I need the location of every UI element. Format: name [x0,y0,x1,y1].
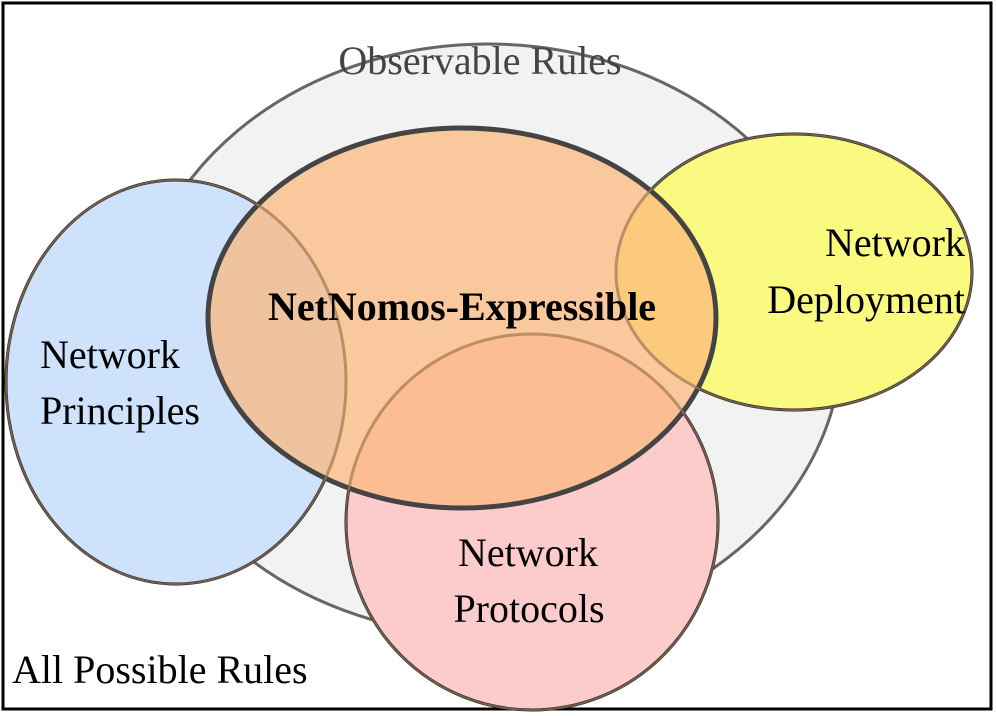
netnomos-expressible-label: NetNomos-Expressible [268,284,656,329]
principles-overlap-outline [5,179,347,585]
network-protocols-label-line2: Protocols [453,586,604,631]
network-protocols-label-line1: Network [458,530,598,575]
observable-rules-label: Observable Rules [338,38,621,83]
netnomos-expressible-ellipse [205,125,719,511]
protocols-overlap-outline [345,333,719,711]
all-possible-rules-label: All Possible Rules [12,647,308,692]
network-principles-label-line2: Principles [40,388,200,433]
deployment-overlap-outline [615,133,973,411]
network-deployment-label-line1: Network [825,220,965,265]
network-deployment-label-line2: Deployment [767,277,965,322]
network-principles-label-line1: Network [40,332,180,377]
